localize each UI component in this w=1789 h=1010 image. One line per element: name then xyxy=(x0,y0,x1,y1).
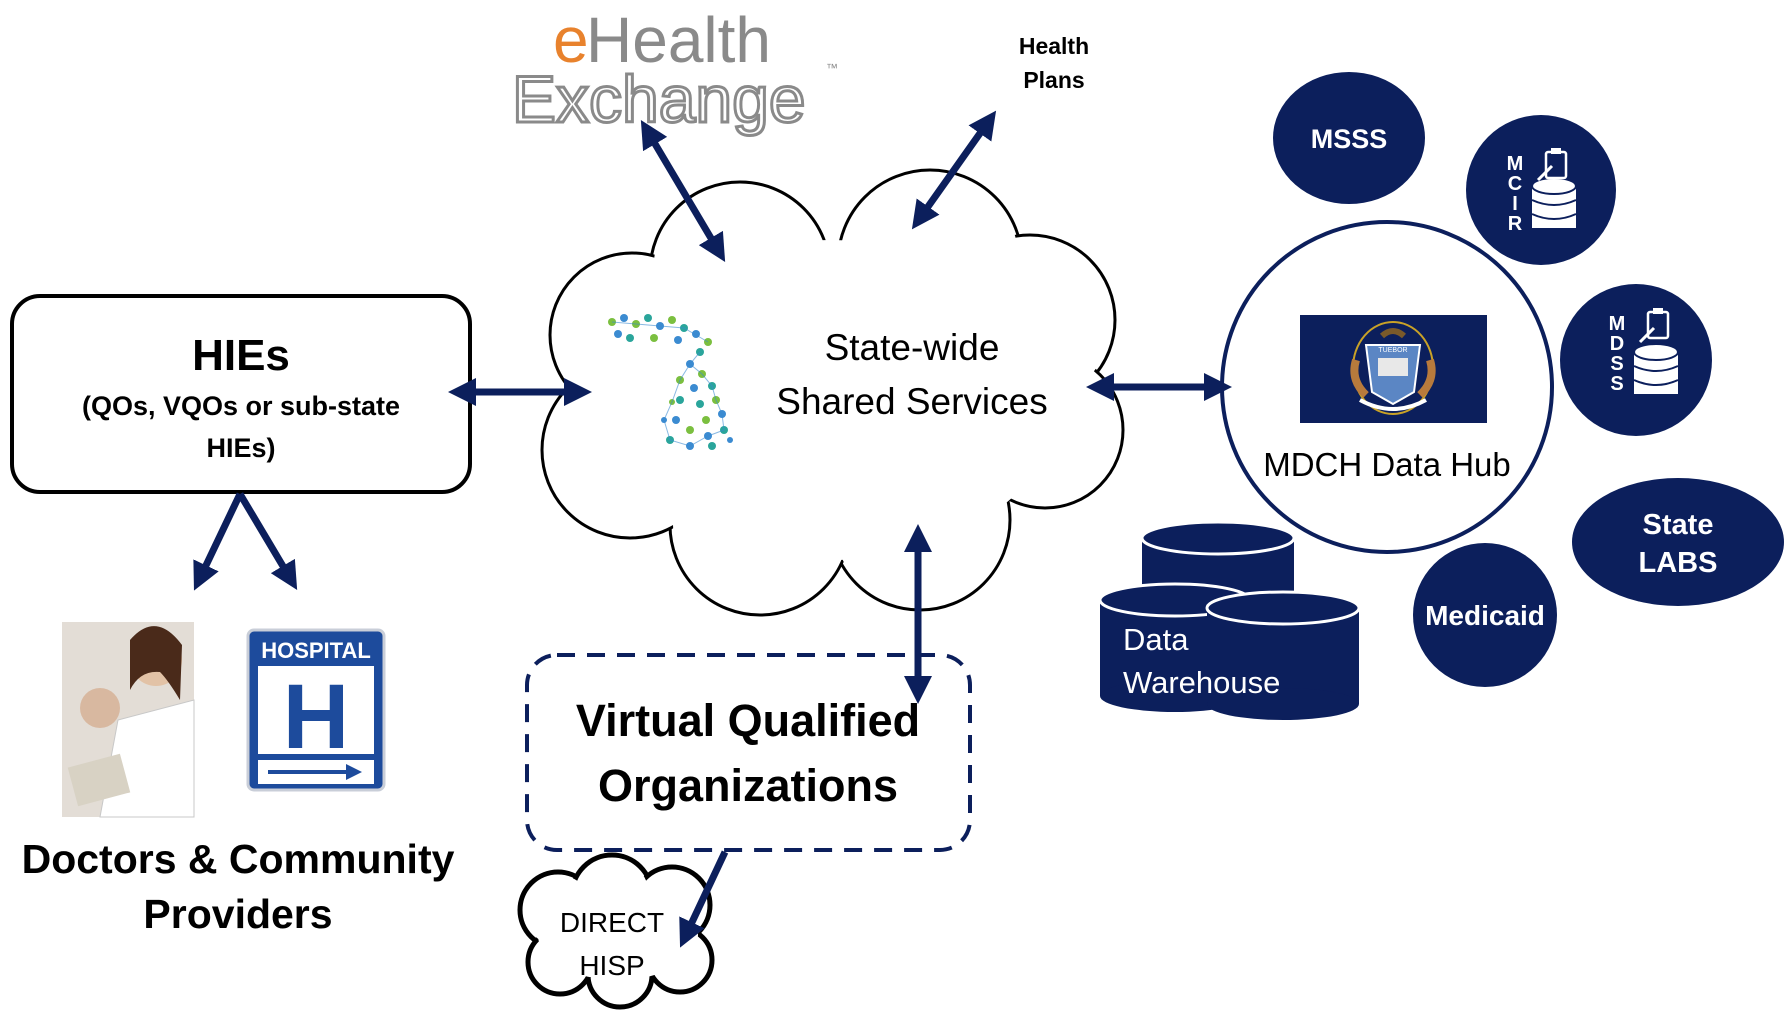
doctors-label-line1: Doctors & Community xyxy=(22,836,455,882)
hies-subtitle-line2: HIEs) xyxy=(206,433,275,463)
ehealth-exchange-logo: e Health Exchange ™ xyxy=(511,4,839,138)
state-labs-line2: LABS xyxy=(1639,547,1718,579)
health-plans-line2: Plans xyxy=(1023,67,1084,93)
vqo-box xyxy=(525,653,972,852)
state-labs-node: State LABS xyxy=(1572,478,1784,606)
logo-exchange-text: Exchange xyxy=(512,62,806,136)
doctors-label-line2: Providers xyxy=(143,891,332,937)
clipboard-icon xyxy=(1536,148,1568,182)
connector-arrows xyxy=(193,110,1232,948)
clipboard-icon xyxy=(1638,308,1670,344)
mcir-node: M C I R xyxy=(1466,115,1616,265)
mdss-letter-s1: S xyxy=(1610,353,1623,375)
logo-e-text: e xyxy=(553,4,589,76)
data-hub-label: MDCH Data Hub xyxy=(1263,446,1511,483)
mcir-letter-r: R xyxy=(1508,213,1523,235)
logo-tm-text: ™ xyxy=(826,61,838,75)
database-icon xyxy=(1633,343,1679,394)
mdss-letter-s2: S xyxy=(1610,373,1623,395)
mdss-node: M D S S xyxy=(1560,284,1712,436)
mcir-letter-m: M xyxy=(1507,153,1524,175)
arrow-healthplans-cloud xyxy=(911,110,997,230)
state-labs-line1: State xyxy=(1643,509,1714,541)
mcir-letter-i: I xyxy=(1512,193,1518,215)
hies-title: HIEs xyxy=(192,331,290,380)
arrow-ehealth-cloud xyxy=(640,119,726,263)
medicaid-label: Medicaid xyxy=(1425,600,1545,631)
warehouse-label-line1: Data xyxy=(1123,622,1189,657)
logo-health-text: Health xyxy=(586,4,771,76)
medicaid-node: Medicaid xyxy=(1413,543,1557,687)
cloud-label-line1: State-wide xyxy=(825,327,1000,368)
hospital-sign-label: HOSPITAL xyxy=(261,638,371,663)
health-plans-line1: Health xyxy=(1019,33,1089,59)
michigan-map-icon xyxy=(608,314,733,450)
direct-hisp-line1: DIRECT xyxy=(560,907,664,938)
cloud-label-line2: Shared Services xyxy=(776,381,1047,422)
warehouse-label-line2: Warehouse xyxy=(1123,665,1280,700)
direct-hisp-line2: HISP xyxy=(579,950,644,981)
doctor-photo xyxy=(62,622,195,818)
hospital-sign-letter: H xyxy=(283,666,349,768)
michigan-flag-icon: TUEBOR xyxy=(1300,315,1487,423)
mcir-letter-c: C xyxy=(1508,173,1522,195)
msss-label: MSSS xyxy=(1311,124,1388,154)
msss-node: MSSS xyxy=(1273,72,1425,204)
arrow-hies-doctors xyxy=(193,492,244,591)
mdss-letter-d: D xyxy=(1610,333,1624,355)
arrow-vqo-direct xyxy=(679,850,729,948)
data-warehouse-icon xyxy=(1098,520,1361,720)
hospital-sign-icon: HOSPITAL H xyxy=(246,628,386,792)
database-icon xyxy=(1531,177,1577,228)
seal-text: TUEBOR xyxy=(1378,347,1407,354)
hies-subtitle-line1: (QOs, VQOs or sub-state xyxy=(82,391,400,421)
vqo-label-line1: Virtual Qualified xyxy=(576,695,920,746)
vqo-label-line2: Organizations xyxy=(598,760,898,811)
mdss-letter-m: M xyxy=(1609,313,1626,335)
arrow-hies-hospital xyxy=(236,492,298,591)
